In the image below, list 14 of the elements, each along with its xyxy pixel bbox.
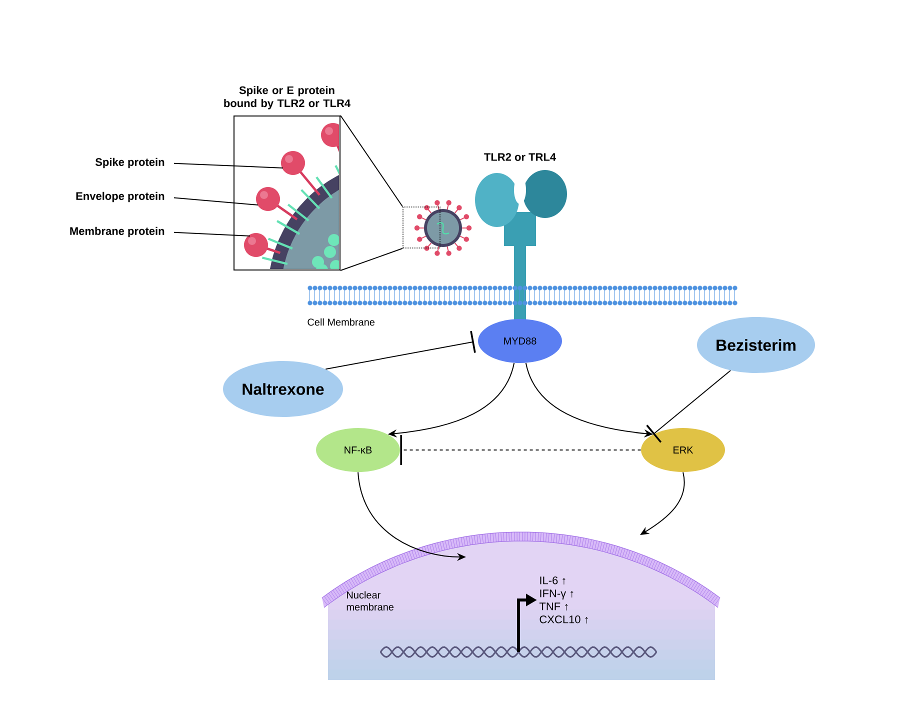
inset-heading: Spike or E protein bound by TLR2 or TLR4 bbox=[224, 86, 350, 110]
inhibition-line bbox=[646, 370, 732, 443]
membrane-label: Cell Membrane bbox=[308, 318, 375, 326]
leader-line bbox=[174, 162, 284, 168]
leader-line bbox=[173, 197, 258, 206]
receptor-label: TLR2 or TRL4 bbox=[484, 153, 556, 161]
part-label: Spike protein bbox=[95, 158, 164, 168]
virus-drawing bbox=[402, 200, 472, 256]
part-label: Envelope protein bbox=[76, 192, 164, 202]
inhibition-line bbox=[400, 435, 642, 465]
zoom-line bbox=[340, 115, 404, 208]
leader-line bbox=[174, 232, 250, 236]
part-label: Membrane protein bbox=[70, 226, 164, 238]
zoom-line bbox=[340, 248, 404, 271]
